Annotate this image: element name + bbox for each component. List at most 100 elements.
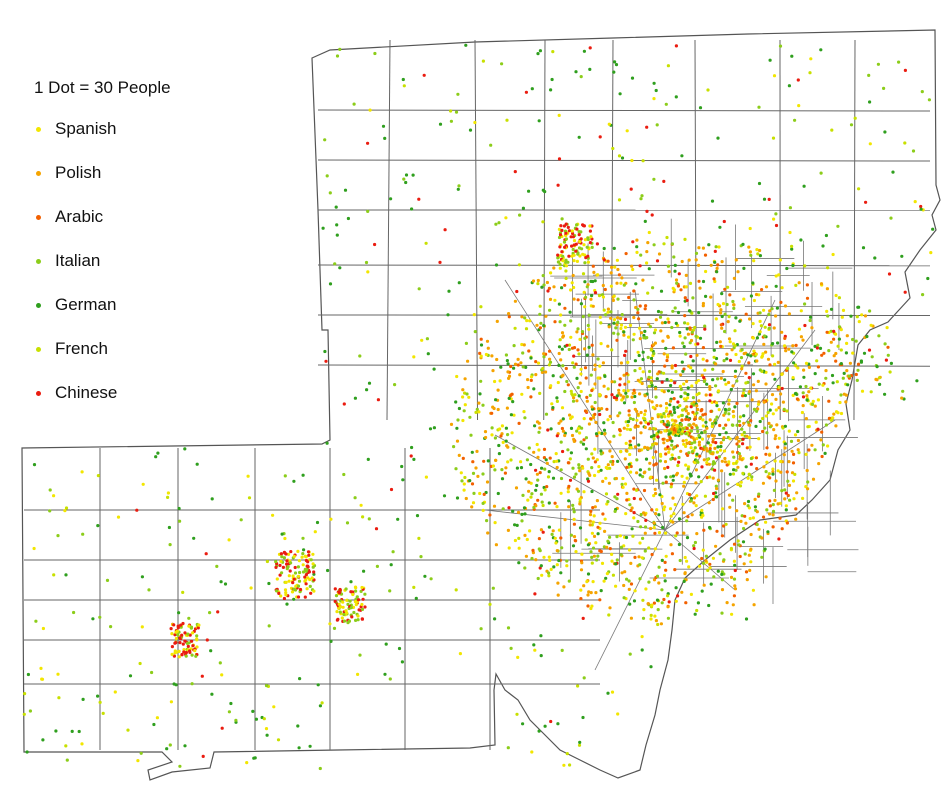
population-dot xyxy=(652,331,657,335)
population-dot xyxy=(553,320,557,324)
population-dot xyxy=(582,290,586,294)
population-dot xyxy=(292,554,296,559)
population-dot xyxy=(462,488,466,492)
population-dot xyxy=(805,398,809,402)
population-dot xyxy=(523,512,527,516)
population-dot xyxy=(693,325,697,330)
population-dot xyxy=(630,527,634,531)
population-dot xyxy=(591,580,595,584)
population-dot xyxy=(717,408,721,412)
population-dot xyxy=(658,493,662,497)
population-dot xyxy=(708,399,712,403)
population-dot xyxy=(605,502,609,506)
population-dot xyxy=(692,544,696,548)
population-dot xyxy=(283,536,287,541)
population-dot xyxy=(845,369,849,373)
population-dot xyxy=(681,408,685,412)
population-dot xyxy=(627,413,631,417)
population-dot xyxy=(170,645,174,649)
population-dot xyxy=(321,226,325,230)
population-dot xyxy=(376,398,380,402)
population-dot xyxy=(590,489,594,494)
population-dot xyxy=(140,625,144,629)
population-dot xyxy=(755,522,759,527)
population-dot xyxy=(495,319,499,323)
population-dot xyxy=(553,536,557,540)
population-dot xyxy=(504,216,508,220)
population-dot xyxy=(500,468,504,472)
population-dot xyxy=(806,487,810,491)
population-dot xyxy=(253,756,257,760)
population-dot xyxy=(572,354,576,358)
population-dot xyxy=(650,508,654,512)
population-dot xyxy=(388,677,392,681)
population-dot xyxy=(841,376,845,380)
legend-dot-icon xyxy=(36,346,41,352)
population-dot xyxy=(301,536,305,540)
population-dot xyxy=(558,262,562,267)
population-dot xyxy=(652,351,656,356)
population-dot xyxy=(772,488,777,492)
population-dot xyxy=(768,363,772,367)
population-dot xyxy=(741,394,745,398)
population-dot xyxy=(666,64,671,68)
population-dot xyxy=(845,334,849,338)
population-dot xyxy=(846,383,850,387)
population-dot xyxy=(570,229,574,233)
population-dot xyxy=(539,321,543,325)
population-dot xyxy=(671,520,675,524)
population-dot xyxy=(652,437,656,441)
population-dot xyxy=(724,522,728,526)
population-dot xyxy=(529,356,533,360)
population-dot xyxy=(168,743,172,747)
population-dot xyxy=(591,353,595,357)
population-dot xyxy=(698,286,702,290)
population-dot xyxy=(590,452,594,456)
population-dot xyxy=(572,259,576,263)
population-dot xyxy=(783,424,788,428)
population-dot xyxy=(629,470,633,474)
population-dot xyxy=(507,506,511,510)
population-dot xyxy=(732,542,737,546)
population-dot xyxy=(738,415,743,419)
population-dot xyxy=(774,479,778,483)
population-dot xyxy=(745,578,749,582)
population-dot xyxy=(410,445,414,450)
population-dot xyxy=(607,613,611,617)
population-dot xyxy=(670,482,674,486)
population-dot xyxy=(571,361,575,365)
population-dot xyxy=(340,616,344,620)
population-dot xyxy=(245,761,249,765)
population-dot xyxy=(472,491,476,495)
population-dot xyxy=(644,304,648,308)
population-dot xyxy=(491,405,495,409)
population-dot xyxy=(633,394,637,399)
population-dot xyxy=(560,546,564,550)
population-dot xyxy=(602,258,606,262)
population-dot xyxy=(528,529,532,533)
population-dot xyxy=(758,319,762,323)
population-dot xyxy=(170,632,174,636)
population-dot xyxy=(630,264,634,268)
population-dot xyxy=(312,589,316,593)
population-dot xyxy=(547,525,552,529)
population-dot xyxy=(549,271,553,275)
population-dot xyxy=(308,584,312,589)
population-dot xyxy=(687,423,691,427)
population-dot xyxy=(615,558,619,562)
population-dot xyxy=(588,46,592,50)
population-dot xyxy=(609,460,613,464)
population-dot xyxy=(673,363,678,368)
population-dot xyxy=(649,475,653,479)
population-dot xyxy=(716,478,721,482)
population-dot xyxy=(283,588,288,592)
population-dot xyxy=(654,511,658,516)
population-dot xyxy=(519,460,523,464)
population-dot xyxy=(845,341,849,345)
population-dot xyxy=(797,281,801,285)
population-dot xyxy=(516,363,520,367)
population-dot xyxy=(836,344,840,348)
population-dot xyxy=(596,273,600,277)
population-dot xyxy=(267,624,271,628)
population-dot xyxy=(599,342,603,346)
